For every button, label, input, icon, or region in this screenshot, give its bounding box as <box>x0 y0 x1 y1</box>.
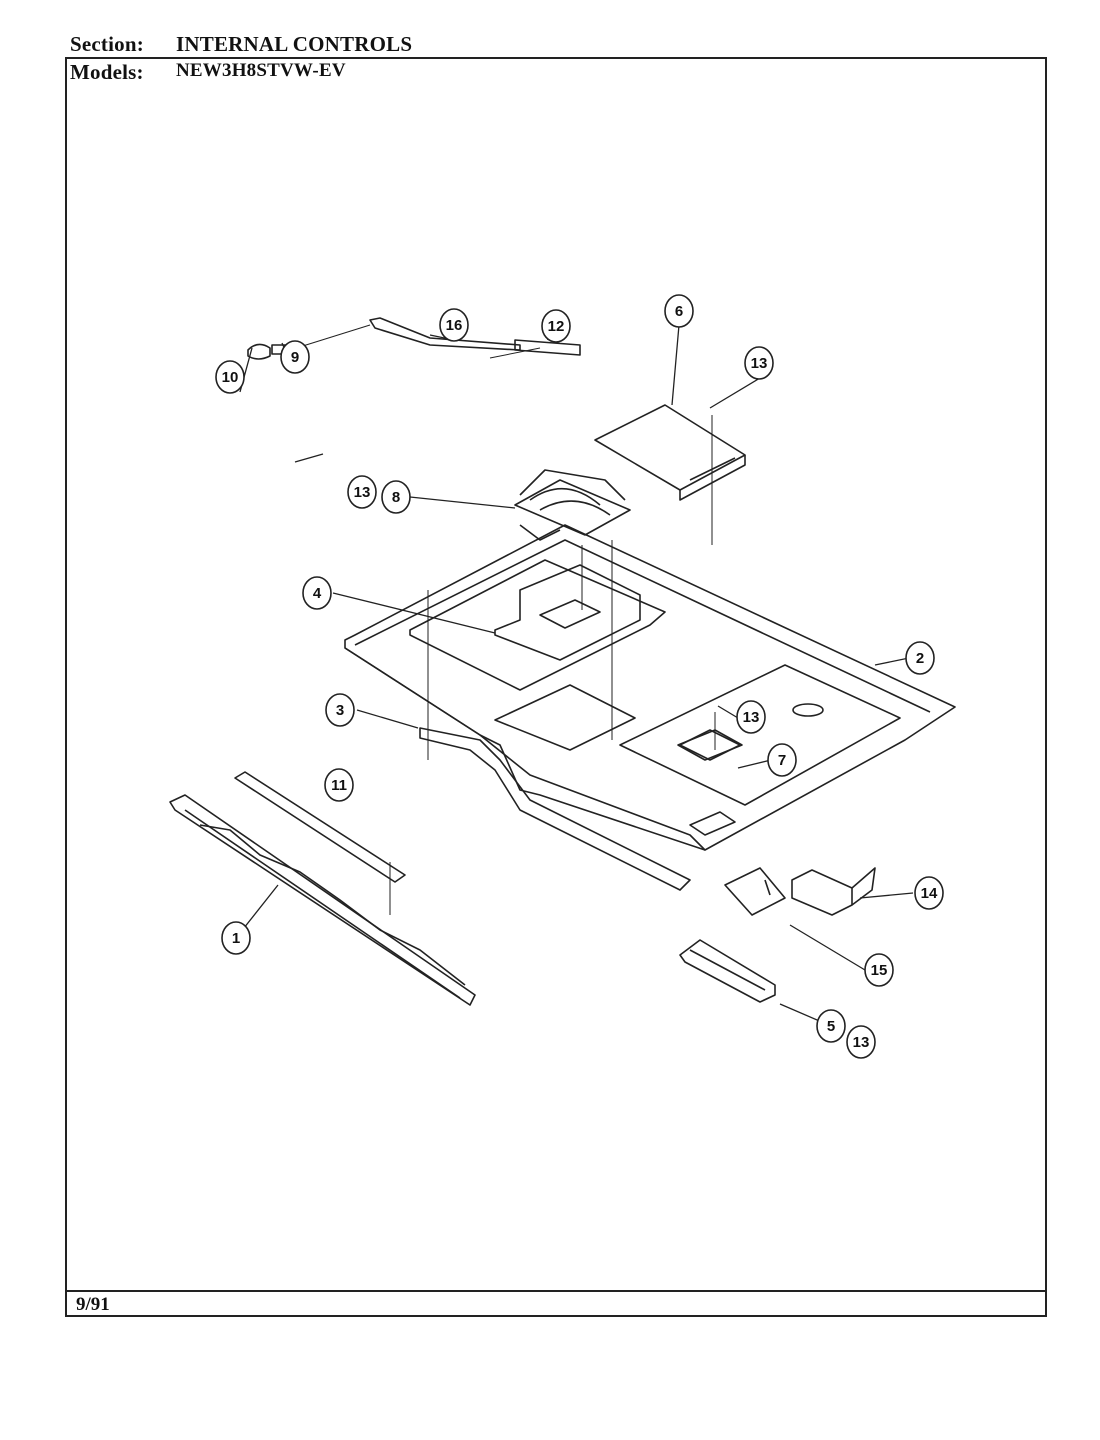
footer-divider <box>65 1290 1047 1292</box>
callout-label: 9 <box>291 349 299 366</box>
terminal-block-part <box>791 867 876 916</box>
callout-label: 14 <box>921 885 938 902</box>
bracket-plate-part <box>724 867 786 916</box>
callout-5: 5 <box>816 1009 846 1043</box>
cover-plate-part <box>594 404 746 501</box>
callout-8: 8 <box>381 480 411 514</box>
callout-label: 16 <box>446 317 463 334</box>
strip-part <box>234 771 406 883</box>
callout-label: 13 <box>743 709 760 726</box>
callout-9: 9 <box>280 340 310 374</box>
callout-label: 12 <box>548 318 565 335</box>
bottom-panel-part <box>344 524 956 851</box>
callout-16: 16 <box>439 308 469 342</box>
callout-3: 3 <box>325 693 355 727</box>
callout-7: 7 <box>767 743 797 777</box>
callout-label: 1 <box>232 930 240 947</box>
diagram-frame <box>65 57 1047 1317</box>
callout-13: 13 <box>736 700 766 734</box>
callout-label: 13 <box>751 355 768 372</box>
callout-13: 13 <box>347 475 377 509</box>
callout-11: 11 <box>324 768 354 802</box>
link-rod-part <box>289 317 581 359</box>
callout-13: 13 <box>846 1025 876 1059</box>
bracket-part <box>494 564 641 661</box>
callout-label: 5 <box>827 1018 835 1035</box>
callout-15: 15 <box>864 953 894 987</box>
callout-2: 2 <box>905 641 935 675</box>
callout-label: 15 <box>871 962 888 979</box>
callout-label: 4 <box>313 585 322 602</box>
front-rail-part <box>419 727 691 891</box>
callout-label: 2 <box>916 650 924 667</box>
callout-1: 1 <box>221 921 251 955</box>
callout-label: 6 <box>675 303 683 320</box>
small-plate-part <box>677 729 743 761</box>
models-label: Models: <box>70 60 144 84</box>
callout-13: 13 <box>744 346 774 380</box>
callout-14: 14 <box>914 876 944 910</box>
callout-label: 13 <box>853 1034 870 1051</box>
channel-part <box>679 939 776 1003</box>
revision-date: 9/91 <box>76 1294 110 1315</box>
callout-12: 12 <box>541 309 571 343</box>
section-title: INTERNAL CONTROLS <box>176 32 413 56</box>
callout-label: 11 <box>331 777 347 794</box>
callout-label: 3 <box>336 702 344 719</box>
switch-assembly-part <box>514 469 631 541</box>
callout-4: 4 <box>302 576 332 610</box>
callout-label: 13 <box>354 484 371 501</box>
callout-label: 10 <box>222 369 239 386</box>
callout-label: 7 <box>778 752 786 769</box>
callout-6: 6 <box>664 294 694 328</box>
section-label: Section: <box>70 32 144 56</box>
front-channel-part <box>169 794 476 1006</box>
callout-label: 8 <box>392 489 400 506</box>
callout-10: 10 <box>215 360 245 394</box>
model-number: NEW3H8STVW-EV <box>176 60 346 81</box>
